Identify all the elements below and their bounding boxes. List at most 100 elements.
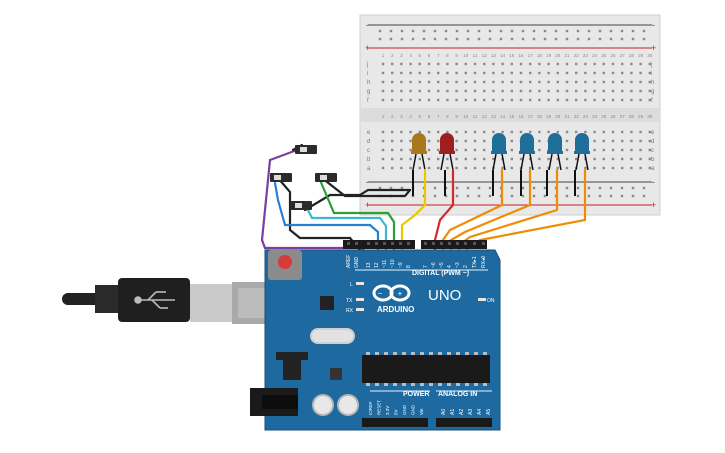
slide-switch-4[interactable] [290,201,312,210]
column-number: 26 [610,53,616,58]
slide-switch-2[interactable] [270,173,292,182]
tx-led [356,298,364,301]
column-number: 29 [638,53,644,58]
column-number: 11 [473,53,478,58]
small-chip [330,368,342,380]
column-number: 14 [500,53,506,58]
column-number: 21 [564,114,570,119]
digital-pin-label: ~11 [382,260,388,268]
led-yellow[interactable] [411,133,427,171]
column-number: 26 [610,114,616,119]
digital-pin-label: ~5 [439,262,445,268]
column-number: 6 [428,53,431,58]
l-led-label: L [350,282,353,288]
power-pin-label: 3.3V [385,406,390,415]
power-label: POWER [403,391,429,398]
row-letter: b [367,157,371,163]
column-number: 10 [463,53,469,58]
row-letter: h [367,80,370,86]
column-number: 20 [555,114,561,119]
column-number: 4 [409,114,412,119]
wire-orange-3[interactable] [457,168,559,260]
power-jack[interactable] [250,388,298,416]
analog-pin-label: A1 [450,409,456,415]
analog-pin-label: A0 [441,409,447,415]
digital-header-right [421,240,487,249]
column-number: 2 [391,53,394,58]
column-number: 4 [409,53,412,58]
power-pin-label: GND [402,404,407,415]
wire-yellow[interactable] [400,168,427,260]
column-number: 9 [455,114,458,119]
column-number: 19 [546,114,552,119]
row-letter: f [651,98,653,104]
column-number: 24 [592,53,598,58]
arduino-model: UNO [428,287,461,304]
wire-blue[interactable] [273,181,380,260]
wire-black-4[interactable] [303,188,412,212]
column-number: 27 [620,53,626,58]
row-letter: c [651,148,654,154]
row-letter: j [650,62,652,68]
power-pin-label: Vin [419,408,424,415]
column-number: 13 [491,53,497,58]
rail-minus-bottom: - [366,177,369,187]
rail-plus-top: + [365,43,370,53]
row-letter: g [651,89,654,95]
row-letter: b [651,157,655,163]
column-number: 5 [419,114,422,119]
wire-black-3[interactable] [320,176,412,198]
svg-text:−: − [378,289,383,298]
led-red[interactable] [439,133,455,171]
rx-led-label: RX [346,308,354,314]
reset-button[interactable] [278,255,292,269]
column-number: 30 [647,53,653,58]
slide-switch-1[interactable] [295,145,317,154]
row-letter: a [651,166,655,172]
wire-teal[interactable] [306,208,388,260]
column-number: 7 [437,114,440,119]
on-led [478,298,486,301]
column-number: 8 [446,53,449,58]
usb-cable[interactable] [62,278,272,324]
slide-switch-3[interactable] [315,173,337,182]
tx-led-label: TX [346,298,353,304]
column-number: 23 [583,53,589,58]
column-number: 3 [400,53,403,58]
digital-pin-label: 7 [423,265,429,268]
analog-pin-label: A4 [477,409,483,415]
column-number: 24 [592,114,598,119]
arduino-brand: ARDUINO [377,305,414,314]
digital-pin-label: GND [354,257,360,269]
column-number: 6 [428,114,431,119]
breadboard-column-numbers: 1122334455667788991010111112121313141415… [382,53,653,119]
column-number: 30 [647,114,653,119]
column-number: 29 [638,114,644,119]
row-letter: c [367,148,370,154]
column-number: 12 [482,114,488,119]
rail-plus-top-right: + [651,43,656,53]
led-blue-3[interactable] [547,133,563,171]
column-number: 19 [546,53,552,58]
wire-green[interactable] [318,178,396,260]
digital-pin-label: ~3 [455,262,461,268]
row-letter: j [366,62,368,68]
digital-pin-label: ~6 [431,262,437,268]
led-blue-2[interactable] [519,133,535,171]
row-letter: e [367,130,371,136]
led-blue-4[interactable] [574,133,590,171]
arduino-logo: − + [372,284,411,302]
digital-header-left [343,240,415,249]
svg-text:+: + [398,289,403,298]
analog-label: ANALOG IN [438,391,477,398]
column-number: 22 [574,53,580,58]
column-number: 27 [620,114,626,119]
digital-pin-label: 2 [463,265,469,268]
digital-label: DIGITAL (PWM ~) [412,270,469,277]
led-blue-1[interactable] [491,133,507,171]
power-header [362,418,428,427]
